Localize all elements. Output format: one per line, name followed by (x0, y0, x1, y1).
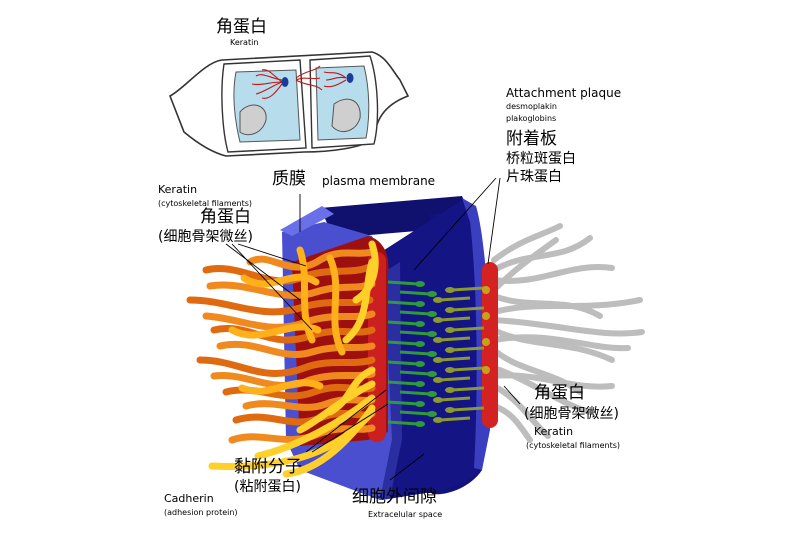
left-membrane-top (280, 206, 334, 236)
plaque-en-label: Attachment plaque (506, 86, 622, 100)
adhesion-cn-label: 黏附分子 (234, 457, 302, 477)
inset-keratin-filaments (251, 65, 347, 99)
left-keratin-filaments (186, 240, 379, 478)
cadherin-right-strands (439, 286, 485, 422)
membrane-en-label: plasma membrane (322, 174, 436, 188)
top-keratin-cn-label: 角蛋白 (216, 17, 267, 37)
top-keratin-en-label: Keratin (230, 38, 259, 47)
plaque-cn-label: 附着板 (506, 129, 557, 149)
cell-inset (168, 51, 410, 157)
adhesion-cn-sub-label: (粘附蛋白) (234, 479, 301, 495)
label-pointer-lines (225, 177, 521, 481)
right-keratin-en-sub-label: (cytoskeletal filaments) (526, 441, 621, 450)
right-keratin-cn-sub-label: (细胞骨架微丝) (524, 406, 619, 422)
cadherin-left-heads (415, 281, 437, 427)
cadherin-left-strands (387, 280, 431, 426)
cadherin-anchor-knobs (482, 286, 490, 374)
cadherin-en-label: Cadherin (164, 492, 214, 505)
cadherin-en-sub-label: (adhesion protein) (164, 508, 238, 517)
extracellular-cn-label: 细胞外间隙 (352, 487, 437, 507)
right-keratin-filaments (491, 223, 645, 443)
plaque-plakoglobins-label: plakoglobins (506, 114, 557, 123)
right-plaque (482, 262, 498, 428)
inset-left-nucleus (239, 104, 267, 136)
right-keratin-cn-label: 角蛋白 (534, 383, 585, 403)
left-keratin-cn-label: 角蛋白 (200, 207, 251, 227)
inset-desmosome-right (346, 73, 354, 83)
plaque-cn-sub1-label: 桥粒斑蛋白 (506, 151, 576, 167)
plaque-cn-sub2-label: 片珠蛋白 (506, 169, 562, 185)
cadherin-molecules (387, 280, 490, 427)
left-keratin-en-sub-label: (cytoskeletal filaments) (158, 199, 253, 208)
inset-right-nucleus (331, 98, 361, 133)
left-keratin-cn-sub-label: (细胞骨架微丝) (158, 229, 253, 245)
membrane-cn-label: 质膜 (272, 169, 306, 189)
right-keratin-en-label: Keratin (534, 425, 574, 438)
left-keratin-en-label: Keratin (158, 183, 198, 196)
inset-desmosome-left (281, 77, 289, 87)
plaque-desmoplakin-label: desmoplakin (506, 102, 557, 111)
extracellular-en-label: Extracelular space (368, 510, 443, 519)
cadherin-right-heads (433, 287, 455, 423)
